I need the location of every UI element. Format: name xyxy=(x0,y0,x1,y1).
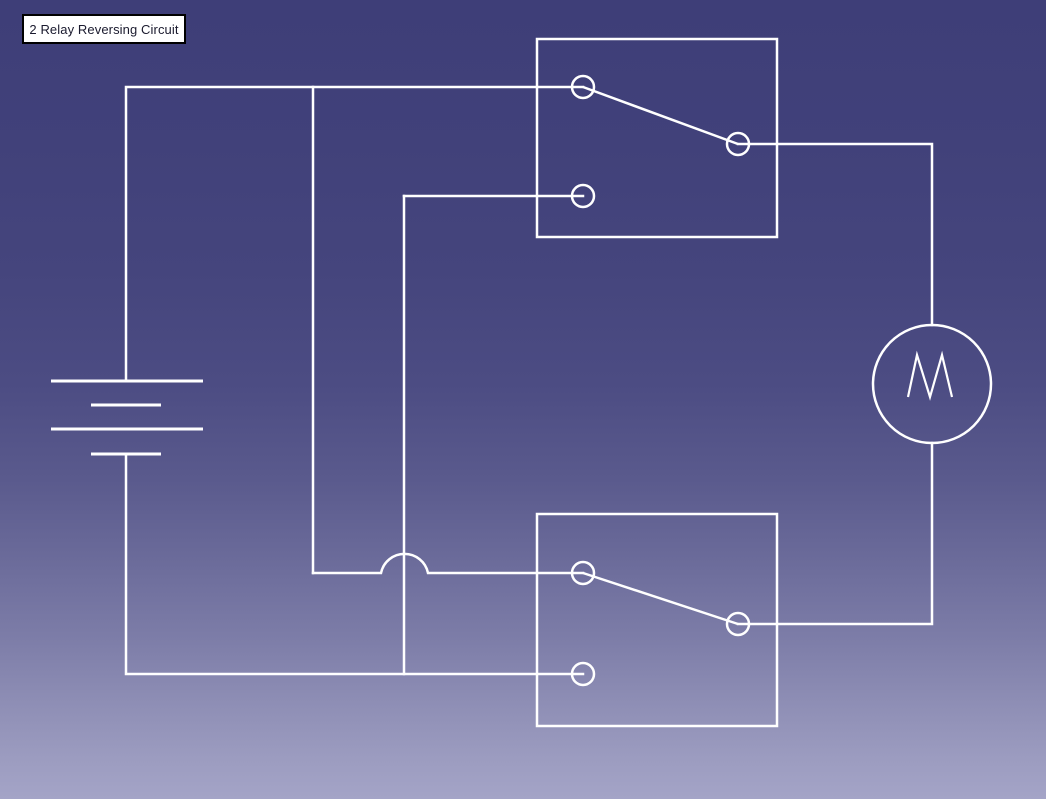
relay-bottom[interactable] xyxy=(535,512,779,728)
relay-top[interactable] xyxy=(535,37,779,239)
wire-hop-to-bottom-relay xyxy=(311,552,585,575)
motor-letter-m-icon xyxy=(906,350,954,401)
relay-top-armature[interactable] xyxy=(582,85,739,146)
diagram-title-box: 2 Relay Reversing Circuit xyxy=(22,14,186,44)
motor-symbol[interactable] xyxy=(871,323,993,445)
relay-bottom-armature[interactable] xyxy=(582,571,739,626)
relay-top-terminal-pole[interactable] xyxy=(725,131,751,157)
wire-motor-to-bottom-relay-pole xyxy=(736,441,934,626)
relay-bottom-terminal-common-nc[interactable] xyxy=(570,560,596,586)
wires-group xyxy=(124,85,934,676)
motor-outline[interactable] xyxy=(871,323,993,445)
wire-battery-bottom-to-bottom-rail xyxy=(124,452,585,676)
wire-battery-top-to-top-rail xyxy=(124,85,585,383)
battery-symbol xyxy=(51,379,203,456)
relay-top-terminal-common-nc[interactable] xyxy=(570,74,596,100)
relay-bottom-terminal-pole[interactable] xyxy=(725,611,751,637)
page-title: 2 Relay Reversing Circuit xyxy=(29,21,179,37)
wire-top-relay-pole-to-motor xyxy=(736,142,934,327)
relay-bottom-enclosure xyxy=(535,512,779,728)
relay-top-enclosure xyxy=(535,37,779,239)
relay-top-terminal-no[interactable] xyxy=(570,183,596,209)
relay-bottom-terminal-no[interactable] xyxy=(570,661,596,687)
